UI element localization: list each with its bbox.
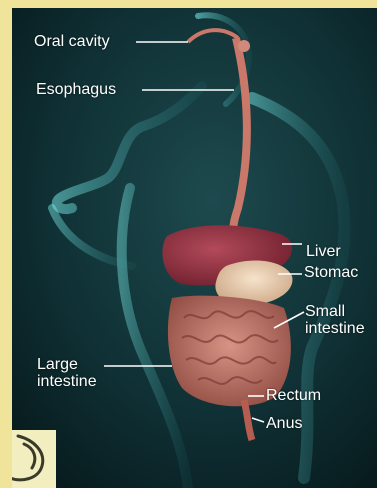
label-large-intestine: Large intestine [37, 356, 127, 390]
label-small-intestine: Small intestine [305, 303, 377, 337]
label-liver: Liver [306, 243, 341, 260]
label-rectum: Rectum [266, 387, 321, 404]
label-large-intestine-line2: intestine [37, 373, 127, 390]
pharynx [238, 40, 250, 52]
label-oral-cavity: Oral cavity [34, 33, 110, 50]
label-stomach: Stomac [304, 264, 358, 281]
label-small-intestine-line1: Small [305, 303, 377, 320]
label-large-intestine-line1: Large [37, 356, 127, 373]
label-esophagus: Esophagus [36, 81, 116, 98]
label-anus: Anus [266, 415, 302, 432]
label-small-intestine-line2: intestine [305, 320, 377, 337]
digestive-system-diagram: Oral cavity Esophagus Liver Stomac Small… [12, 8, 377, 488]
